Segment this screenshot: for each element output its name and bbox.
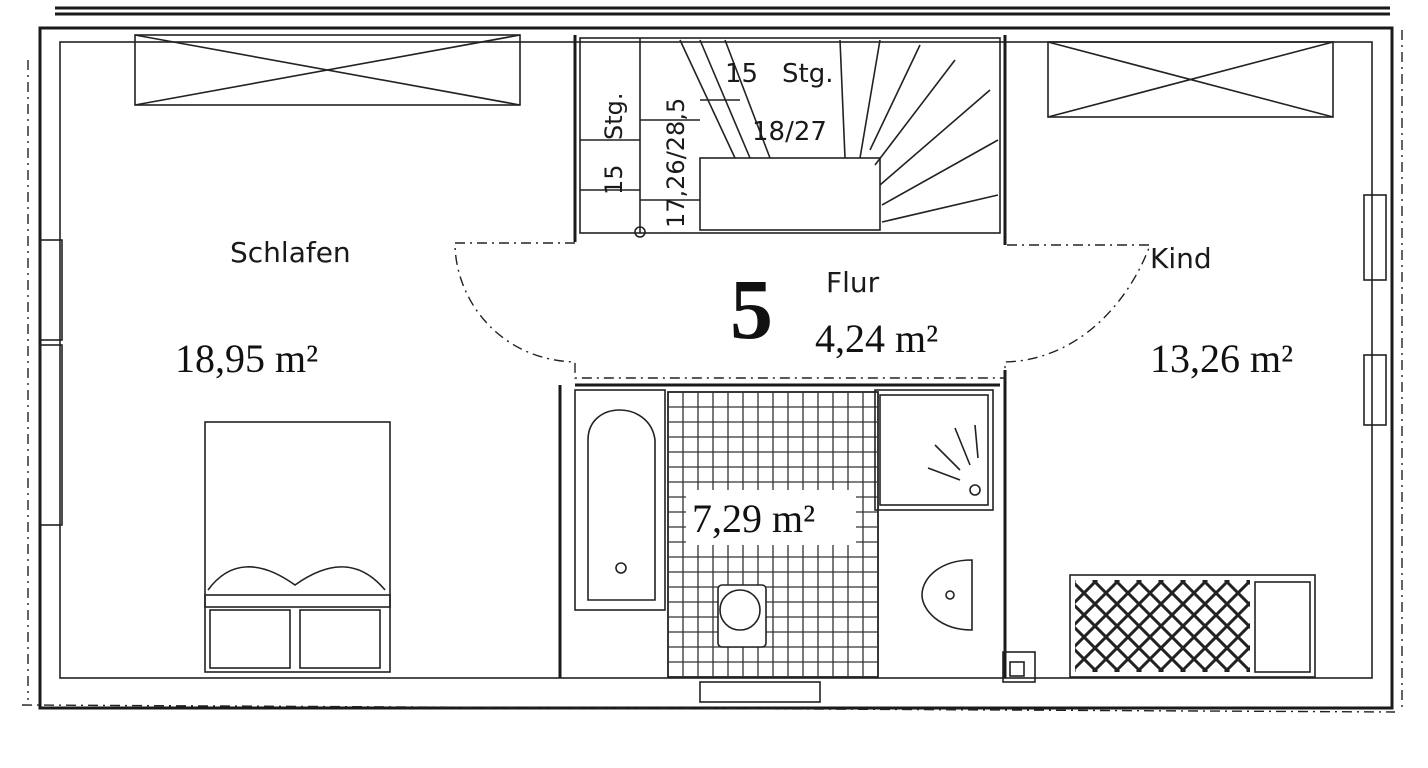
room-name-schlafen: Schlafen (230, 236, 351, 269)
room-area-flur: 4,24 m² (815, 316, 938, 361)
stairs-side-ratio: 17,26/28,5 (662, 98, 690, 228)
room-area-kind: 13,26 m² (1150, 336, 1293, 381)
wardrobe-kind (1047, 41, 1334, 118)
stairs-side-steps: 15 (600, 164, 628, 195)
kind-bed (1069, 574, 1316, 678)
wardrobe-schlafen (134, 34, 521, 106)
sink (921, 559, 973, 631)
shower-tray (874, 389, 994, 511)
toilet (717, 584, 767, 648)
stairs-upper-ratio: 18/27 (752, 117, 827, 147)
room-name-flur: Flur (826, 266, 880, 299)
bath-label-bg (686, 490, 856, 545)
interior-walls (558, 35, 1007, 678)
bed (204, 421, 391, 673)
stairs-side-steps-unit: Stg. (600, 92, 628, 140)
stairs-upper-steps: 15 (725, 59, 758, 89)
stairs-upper-steps-unit: Stg. (782, 59, 833, 89)
room-area-bad: 7,29 m² (692, 496, 815, 541)
bathtub (574, 389, 666, 611)
windows (39, 194, 1387, 703)
staircase (579, 37, 1001, 238)
floor-number: 5 (730, 261, 773, 357)
flur-outline (454, 242, 1151, 379)
room-name-kind: Kind (1150, 242, 1212, 275)
shaft (1002, 651, 1036, 683)
room-area-schlafen: 18,95 m² (175, 336, 318, 381)
